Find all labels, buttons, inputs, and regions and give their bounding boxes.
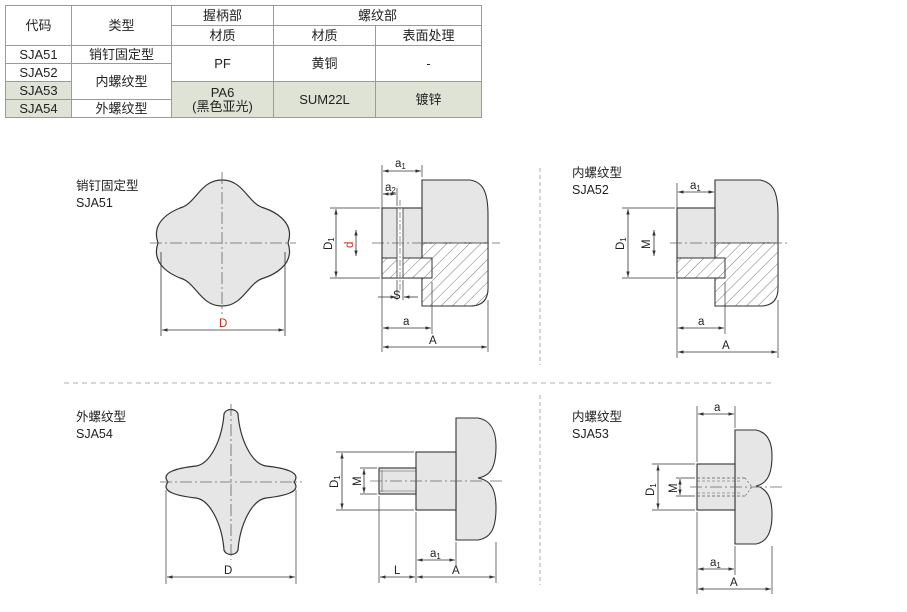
sja52-label-A: A	[722, 340, 730, 352]
surface-b: 镀锌	[375, 81, 482, 118]
thread-material-b: SUM22L	[273, 81, 376, 118]
sja51-code: SJA51	[76, 196, 113, 210]
sja53-label-a: a	[714, 402, 721, 414]
sja53-label-A: A	[730, 577, 738, 589]
sja51-section-view	[372, 179, 500, 307]
sja54-label-D: D	[224, 565, 232, 577]
sja54-label-A: A	[452, 565, 460, 577]
sja54-grip	[455, 417, 497, 541]
header-surface: 表面处理	[375, 25, 482, 46]
sja53-label-M: M	[668, 483, 680, 493]
row-code: SJA52	[5, 63, 72, 82]
sja52-name: 内螺纹型	[572, 166, 622, 180]
sja51-knob-top-view	[155, 179, 291, 307]
sja53-label-D1: D1	[645, 483, 658, 496]
surface-a: -	[375, 45, 482, 82]
sja51-label-a: a	[403, 316, 410, 328]
drawing-sja51: 销钉固定型 SJA51 D a1 a2 D1 d	[76, 158, 500, 352]
sja51-label-a2: a2	[385, 182, 396, 195]
row-code: SJA51	[5, 45, 72, 64]
sja54-name: 外螺纹型	[76, 410, 126, 424]
sja51-name: 销钉固定型	[76, 178, 139, 193]
sja52-label-D1: D1	[615, 237, 628, 250]
row-type: 内螺纹型	[71, 63, 172, 100]
drawing-sja52: 内螺纹型 SJA52 a1 D1 M a A	[572, 166, 790, 358]
grip-material-b-line2: (黑色亚光)	[192, 98, 253, 114]
grip-material-b: PA6 (黑色亚光)	[171, 81, 274, 118]
sja51-label-d: d	[344, 242, 356, 248]
sja54-label-L: L	[394, 565, 401, 577]
sja51-label-D1: D1	[323, 237, 336, 250]
header-type: 类型	[71, 5, 172, 46]
sja52-label-a1: a1	[690, 180, 701, 193]
sja54-label-a1: a1	[430, 548, 441, 561]
sja51-label-a1: a1	[395, 158, 406, 171]
row-type: 外螺纹型	[71, 99, 172, 118]
grip-material-b-line1: PA6	[210, 84, 235, 100]
spec-table: 代码 类型 握柄部 螺纹部 材质 材质 表面处理 SJA51 销钉固定型 PF …	[5, 5, 482, 118]
row-code: SJA54	[5, 99, 72, 118]
sja52-label-M: M	[641, 239, 653, 249]
sja53-code: SJA53	[572, 427, 609, 441]
grip-material-a: PF	[171, 45, 274, 82]
sja51-label-A: A	[429, 335, 437, 347]
sja54-label-D1: D1	[329, 475, 342, 488]
sja52-label-a: a	[698, 316, 705, 328]
sja53-name: 内螺纹型	[572, 410, 622, 424]
drawing-sja53: 内螺纹型 SJA53 a D1 M a1 A	[572, 402, 782, 594]
sja54-code: SJA54	[76, 427, 113, 441]
sja53-label-a1: a1	[710, 557, 721, 570]
sja52-code: SJA52	[572, 183, 609, 197]
header-code: 代码	[5, 5, 72, 46]
sja51-label-D: D	[219, 318, 227, 330]
thread-material-a: 黄铜	[273, 45, 376, 82]
sja54-label-M: M	[352, 476, 364, 486]
sja51-label-S: S	[393, 290, 401, 302]
drawing-sja54: 外螺纹型 SJA54 D D1 M a1 L A	[76, 404, 505, 584]
